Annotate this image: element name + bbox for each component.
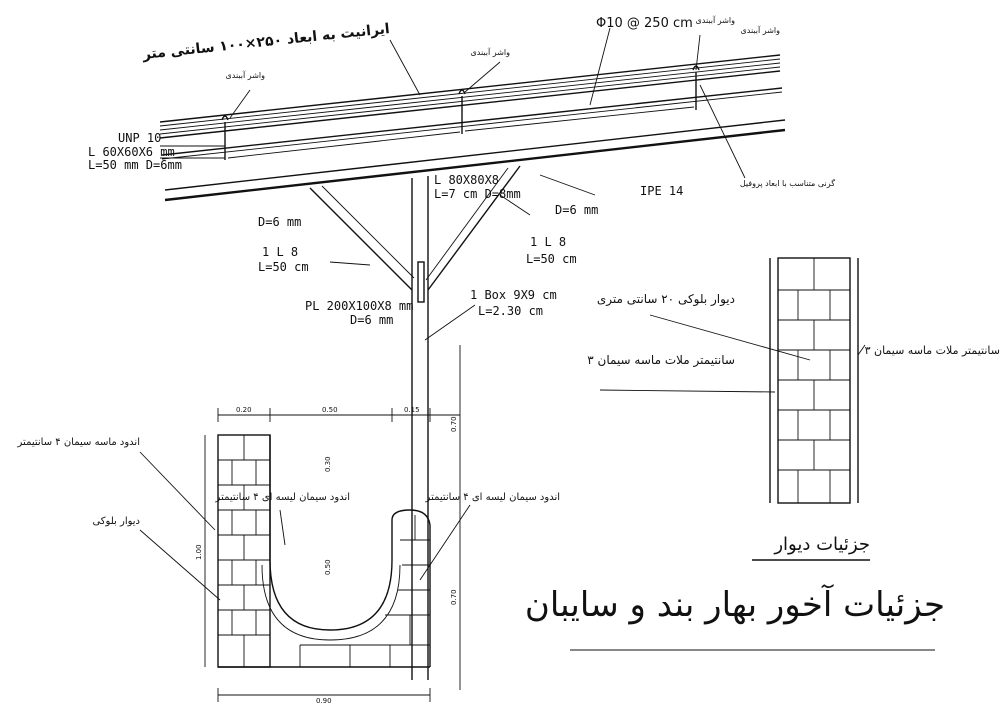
- label-mortar-right: ۳ سانتیمتر ملات ماسه سیمان: [865, 344, 1000, 357]
- label-box-top: L 80X80X8: [434, 173, 499, 187]
- dim-top-a: 0.20: [236, 406, 252, 414]
- dim-bottom: 0.90: [316, 697, 332, 705]
- trough-text: اندود ماسه سیمان ۴ سانتیمتر دیوار بلوکی …: [17, 437, 560, 527]
- brace-right: [427, 165, 521, 291]
- label-box-top-len: L=7 cm D=8mm: [434, 187, 521, 201]
- label-lip-right: اندود سیمان لیسه ای ۴ سانتیمتر: [425, 492, 560, 503]
- label-weld-left: D=6 mm: [258, 215, 301, 229]
- hook-bolt-3: [692, 65, 700, 71]
- label-unp: UNP 10: [118, 131, 161, 145]
- label-brace-left-len: L=50 cm: [258, 260, 309, 274]
- column-assembly: [309, 165, 521, 680]
- label-brace-right-len: L=50 cm: [526, 252, 577, 266]
- dim-height-total: 1.00: [195, 544, 203, 560]
- label-render-outer: اندود ماسه سیمان ۴ سانتیمتر: [17, 437, 140, 448]
- ipe-rafter: [164, 128, 786, 202]
- main-title: جزئیات آخور بهار بند و سایبان: [525, 584, 945, 625]
- dim-trough-depth: 0.50: [324, 559, 332, 575]
- label-angle: L 60X60X6 mm: [88, 145, 175, 159]
- label-base-plate-weld: D=6 mm: [350, 313, 393, 327]
- dim-right-lower: 0.70: [450, 589, 458, 605]
- label-weld-right: D=6 mm: [555, 203, 598, 217]
- trough-bowl: [269, 435, 393, 631]
- hook-bolt-1: [221, 115, 229, 121]
- roof-sheet: [159, 54, 781, 123]
- label-ipe: IPE 14: [640, 184, 683, 198]
- dimension-lines: [204, 345, 461, 702]
- label-base-plate: PL 200X100X8 mm: [305, 299, 413, 313]
- wall-text: دیوار بلوکی ۲۰ سانتی متری ۳ سانتیمتر ملا…: [587, 292, 1000, 561]
- title-block: جزئیات آخور بهار بند و سایبان: [525, 584, 945, 651]
- wall-detail-title: جزئیات دیوار: [773, 534, 870, 555]
- label-brace-left: 1 L 8: [262, 245, 298, 259]
- dim-right-upper: 0.70: [450, 416, 458, 432]
- label-column: 1 Box 9X9 cm: [470, 288, 557, 302]
- label-hook-3: واشر آببندی: [696, 15, 736, 25]
- label-hook-2: واشر آببندی: [471, 47, 511, 57]
- dim-inner-depth: 0.30: [324, 456, 332, 472]
- base-plate: [417, 261, 425, 303]
- wall-detail: [769, 257, 859, 504]
- label-purlin-bolt: گرنی متناسب با ابعاد پروفیل: [740, 178, 835, 188]
- label-brace-right: 1 L 8: [530, 235, 566, 249]
- brace-left: [309, 187, 413, 291]
- label-hook-1: واشر آببندی: [226, 70, 266, 80]
- dim-top-b: 0.50: [322, 406, 338, 414]
- label-block-wall: دیوار بلوکی: [92, 516, 140, 527]
- label-angle-len: L=50 mm D=6mm: [88, 158, 182, 172]
- unp-purlin: [161, 87, 783, 156]
- roof-assembly: [159, 54, 786, 202]
- trough-right-lip: [391, 509, 431, 667]
- leader-lines: [139, 27, 866, 601]
- dim-top-c: 0.15: [404, 406, 420, 414]
- label-hook-4: واشر آببندی: [741, 25, 781, 35]
- label-sheet: ایرانیت به ابعاد ۲۵۰×۱۰۰ سانتی متر: [141, 21, 390, 63]
- label-column-len: L=2.30 cm: [478, 304, 543, 318]
- label-mortar-left: ۳ سانتیمتر ملات ماسه سیمان: [587, 353, 735, 368]
- hook-bolt-2: [458, 89, 466, 95]
- dimension-text: 0.20 0.50 0.15 1.00 0.30 0.50 0.70 0.70 …: [195, 406, 458, 705]
- trough-section: [217, 434, 431, 668]
- label-lip-left: اندود سیمان لیسه ای ۴ سانتیمتر: [215, 492, 350, 503]
- label-rebar: Φ10 @ 250 cm: [596, 16, 693, 31]
- label-wall-block: دیوار بلوکی ۲۰ سانتی متری: [597, 292, 735, 307]
